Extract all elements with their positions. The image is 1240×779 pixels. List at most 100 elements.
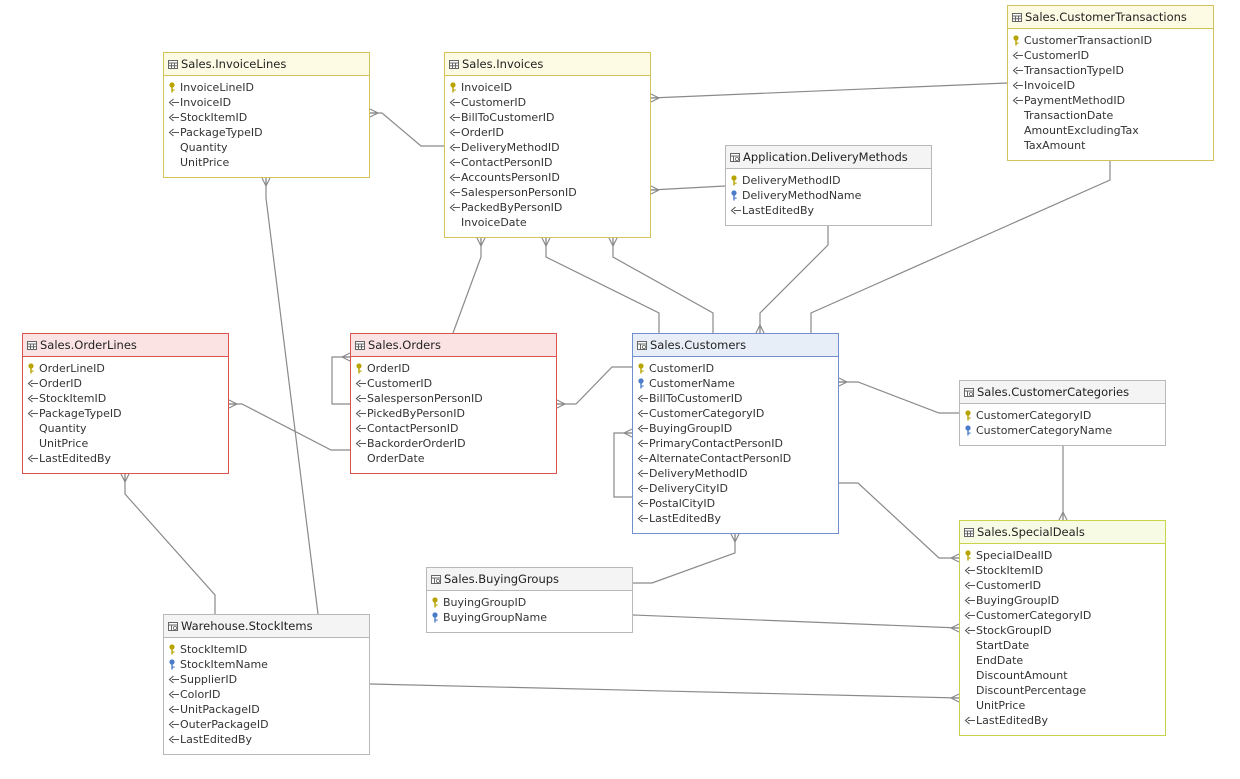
column-row[interactable]: SupplierID	[164, 672, 369, 687]
column-row[interactable]: SalespersonPersonID	[445, 185, 650, 200]
column-row[interactable]: CustomerCategoryID	[960, 608, 1165, 623]
column-row[interactable]: StockGroupID	[960, 623, 1165, 638]
relationship-line-invoicelines-to-stockitems[interactable]	[265, 178, 319, 615]
table-header[interactable]: Sales.BuyingGroups	[427, 568, 632, 591]
table-header[interactable]: Sales.Customers	[633, 334, 838, 357]
column-row[interactable]: ContactPersonID	[351, 421, 556, 436]
column-row[interactable]: PostalCityID	[633, 496, 838, 511]
column-row[interactable]: StockItemName	[164, 657, 369, 672]
column-row[interactable]: BuyingGroupID	[427, 595, 632, 610]
column-row[interactable]: ColorID	[164, 687, 369, 702]
column-row[interactable]: LastEditedBy	[164, 732, 369, 747]
column-row[interactable]: OrderID	[351, 361, 556, 376]
column-row[interactable]: PaymentMethodID	[1008, 93, 1213, 108]
column-row[interactable]: DeliveryCityID	[633, 481, 838, 496]
column-row[interactable]: AlternateContactPersonID	[633, 451, 838, 466]
column-row[interactable]: OrderDate	[351, 451, 556, 466]
column-row[interactable]: LastEditedBy	[726, 203, 931, 218]
column-row[interactable]: AccountsPersonID	[445, 170, 650, 185]
table-header[interactable]: Sales.CustomerCategories	[960, 381, 1165, 404]
column-row[interactable]: CustomerCategoryName	[960, 423, 1165, 438]
column-row[interactable]: TaxAmount	[1008, 138, 1213, 153]
column-row[interactable]: CustomerID	[633, 361, 838, 376]
column-row[interactable]: StartDate	[960, 638, 1165, 653]
column-row[interactable]: CustomerID	[960, 578, 1165, 593]
relationship-line-customers-to-specialdeals[interactable]	[839, 482, 959, 559]
column-row[interactable]: InvoiceID	[1008, 78, 1213, 93]
column-row[interactable]: CustomerID	[1008, 48, 1213, 63]
table-header[interactable]: Sales.CustomerTransactions	[1008, 6, 1213, 29]
table-header[interactable]: Sales.Orders	[351, 334, 556, 357]
column-row[interactable]: TransactionDate	[1008, 108, 1213, 123]
column-row[interactable]: BillToCustomerID	[633, 391, 838, 406]
column-row[interactable]: DeliveryMethodID	[726, 173, 931, 188]
column-row[interactable]: Quantity	[23, 421, 228, 436]
column-row[interactable]: StockItemID	[23, 391, 228, 406]
column-row[interactable]: UnitPrice	[164, 155, 369, 170]
column-row[interactable]: DeliveryMethodID	[445, 140, 650, 155]
column-row[interactable]: DeliveryMethodID	[633, 466, 838, 481]
column-row[interactable]: OrderID	[23, 376, 228, 391]
relationship-line-customertransactions-to-customers[interactable]	[810, 161, 1111, 333]
column-row[interactable]: OuterPackageID	[164, 717, 369, 732]
column-row[interactable]: StockItemID	[960, 563, 1165, 578]
relationship-line-invoices-to-customertransactions[interactable]	[650, 82, 1008, 99]
column-row[interactable]: InvoiceDate	[445, 215, 650, 230]
column-row[interactable]: LastEditedBy	[960, 713, 1165, 728]
column-row[interactable]: PrimaryContactPersonID	[633, 436, 838, 451]
column-row[interactable]: InvoiceID	[445, 80, 650, 95]
column-row[interactable]: Quantity	[164, 140, 369, 155]
column-row[interactable]: PackedByPersonID	[445, 200, 650, 215]
column-row[interactable]: LastEditedBy	[633, 511, 838, 526]
relationship-line-invoices-to-customers2[interactable]	[612, 238, 714, 333]
relationship-line-orderlines-to-orders[interactable]	[229, 403, 350, 451]
table-header[interactable]: Sales.InvoiceLines	[164, 53, 369, 76]
table-header[interactable]: Sales.OrderLines	[23, 334, 228, 357]
column-row[interactable]: TransactionTypeID	[1008, 63, 1213, 78]
column-row[interactable]: DiscountAmount	[960, 668, 1165, 683]
column-row[interactable]: PackageTypeID	[164, 125, 369, 140]
table-header[interactable]: Sales.SpecialDeals	[960, 521, 1165, 544]
column-row[interactable]: InvoiceID	[164, 95, 369, 110]
relationship-line-invoices-to-customers[interactable]	[545, 238, 660, 333]
relationship-line-invoices-to-orders[interactable]	[452, 238, 482, 334]
column-row[interactable]: OrderID	[445, 125, 650, 140]
column-row[interactable]: InvoiceLineID	[164, 80, 369, 95]
relationship-line-invoicelines-to-invoices[interactable]	[370, 112, 444, 147]
relationship-line-customers-to-customers[interactable]	[613, 432, 632, 498]
column-row[interactable]: DeliveryMethodName	[726, 188, 931, 203]
column-row[interactable]: BuyingGroupID	[633, 421, 838, 436]
column-row[interactable]: LastEditedBy	[23, 451, 228, 466]
column-row[interactable]: StockItemID	[164, 110, 369, 125]
column-row[interactable]: SpecialDealID	[960, 548, 1165, 563]
table-header[interactable]: Warehouse.StockItems	[164, 615, 369, 638]
column-row[interactable]: DiscountPercentage	[960, 683, 1165, 698]
relationship-line-customers-to-buyinggroups[interactable]	[633, 534, 736, 584]
column-row[interactable]: BuyingGroupName	[427, 610, 632, 625]
relationship-line-deliverymethods-to-customers[interactable]	[759, 226, 829, 333]
column-row[interactable]: CustomerName	[633, 376, 838, 391]
column-row[interactable]: PickedByPersonID	[351, 406, 556, 421]
column-row[interactable]: UnitPackageID	[164, 702, 369, 717]
column-row[interactable]: EndDate	[960, 653, 1165, 668]
column-row[interactable]: UnitPrice	[23, 436, 228, 451]
column-row[interactable]: PackageTypeID	[23, 406, 228, 421]
column-row[interactable]: BackorderOrderID	[351, 436, 556, 451]
column-row[interactable]: CustomerID	[445, 95, 650, 110]
relationship-line-stockitems-to-specialdeals[interactable]	[369, 683, 960, 699]
relationship-line-buyinggroups-to-specialdeals[interactable]	[632, 614, 960, 629]
column-row[interactable]: CustomerCategoryID	[633, 406, 838, 421]
column-row[interactable]: ContactPersonID	[445, 155, 650, 170]
